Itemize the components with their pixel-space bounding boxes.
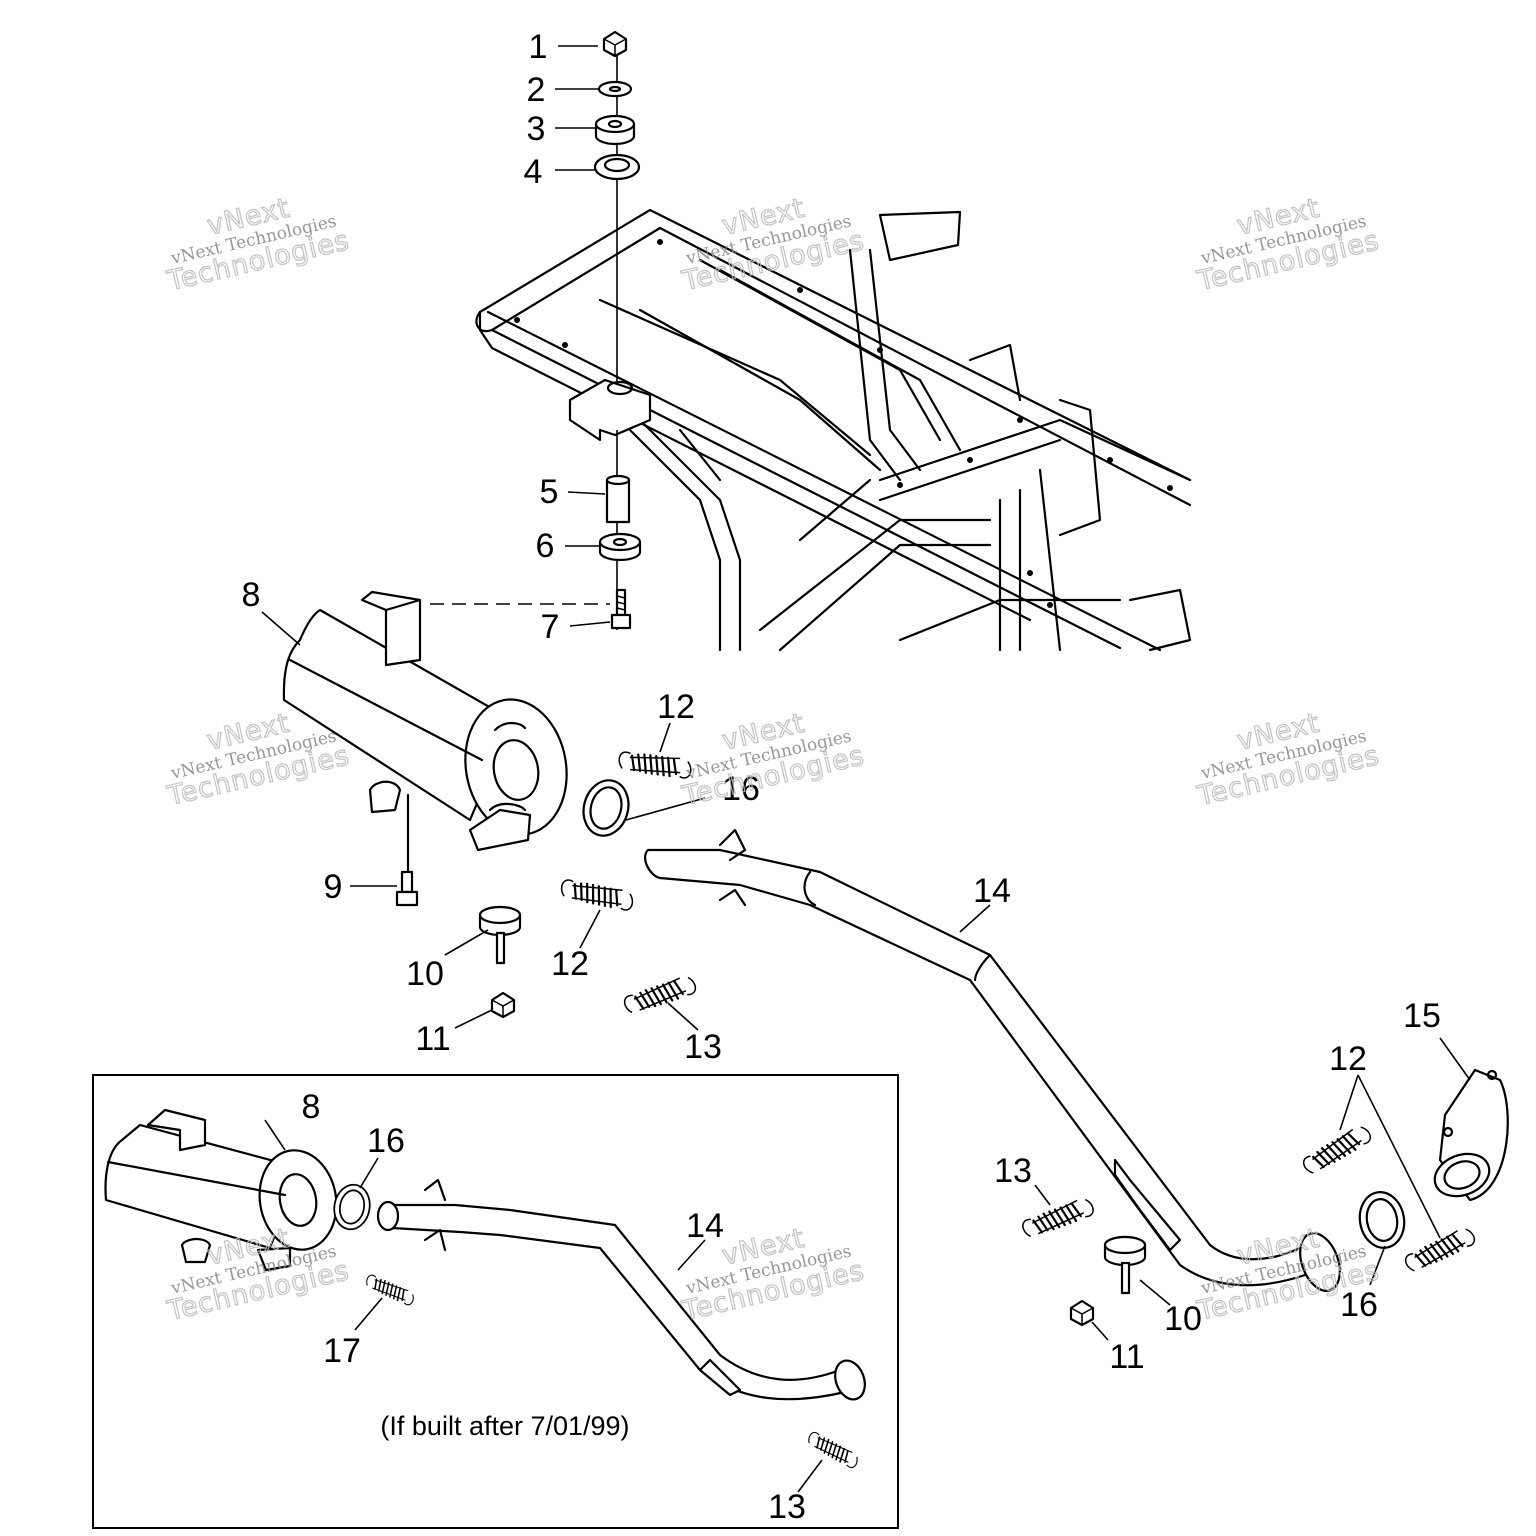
label-15: 15: [1403, 997, 1441, 1035]
inset-label-17: 17: [323, 1332, 361, 1370]
part-12-spring-right-a: [1299, 1122, 1374, 1178]
label-10-right: 10: [1164, 1300, 1202, 1338]
label-9: 9: [324, 868, 343, 906]
watermarks: vNext vNext Technologies Technologies vN…: [163, 192, 1383, 1328]
part-5-spacer-tube: [605, 474, 631, 524]
label-16-upper: 16: [722, 770, 760, 808]
label-13-right: 13: [994, 1152, 1032, 1190]
watermark-1: vNext vNext Technologies Technologies: [163, 192, 353, 298]
label-4: 4: [524, 153, 543, 191]
part-15-exhaust-flange: [1433, 1068, 1509, 1202]
inset-label-16: 16: [367, 1122, 405, 1160]
inset-label-8: 8: [302, 1088, 321, 1126]
watermark-6: vNext vNext Technologies Technologies: [1193, 707, 1383, 813]
part-11-nut-right: [1069, 1299, 1095, 1327]
label-12-right: 12: [1329, 1040, 1367, 1078]
label-14: 14: [973, 872, 1011, 910]
label-7: 7: [541, 608, 560, 646]
label-12-upper: 12: [657, 688, 695, 726]
part-11-nut: [490, 991, 516, 1019]
part-2-washer: [597, 80, 633, 98]
label-6: 6: [536, 527, 555, 565]
part-1-nut: [602, 30, 628, 58]
part-16-gasket: [576, 774, 636, 842]
part-6-grommet: [598, 532, 642, 562]
inset-label-14: 14: [686, 1207, 724, 1245]
leader-lines: [261, 45, 1471, 1341]
inset-panel: [92, 1074, 899, 1529]
label-11-left: 11: [415, 1020, 450, 1058]
frame-assembly: [475, 208, 1192, 652]
part-14-head-pipe: [644, 828, 1341, 1292]
part-7-bolt: [610, 588, 632, 630]
inset-part-16-gasket: [329, 1181, 375, 1233]
label-2: 2: [527, 71, 546, 109]
inset-caption: (If built after 7/01/99): [380, 1411, 629, 1441]
part-10-mount-bushing: [478, 905, 522, 965]
label-3: 3: [527, 110, 546, 148]
label-16-right: 16: [1340, 1286, 1378, 1324]
label-10-left: 10: [406, 955, 444, 993]
inset-part-14-head-pipe: [376, 1178, 866, 1401]
part-13-spring: [621, 973, 699, 1016]
part-8-muffler: [282, 590, 568, 872]
label-11-right: 11: [1109, 1338, 1144, 1376]
mount-hardware-stack: [593, 30, 642, 630]
part-13-spring-right: [1019, 1195, 1097, 1240]
part-4-washer-large: [593, 153, 641, 181]
part-12-spring-lower: [558, 876, 636, 913]
label-13-left: 13: [684, 1028, 722, 1066]
part-12-spring-upper: [616, 748, 694, 781]
label-1: 1: [529, 28, 548, 66]
watermark-5: vNext vNext Technologies Technologies: [678, 707, 868, 813]
label-5: 5: [540, 473, 559, 511]
inset-label-13: 13: [768, 1488, 806, 1526]
part-9-bolt: [395, 870, 419, 907]
watermark-3: vNext vNext Technologies Technologies: [1193, 192, 1383, 298]
part-10-mount-bushing-right: [1103, 1235, 1147, 1295]
part-3-grommet: [594, 114, 636, 146]
watermark-2: vNext vNext Technologies Technologies: [678, 192, 868, 298]
inset-part-17-spring: [363, 1272, 417, 1308]
part-labels: 1 2 3 4 5 6 7 8 9 10 11 12 16 12 13 14 1…: [242, 28, 1441, 1526]
label-8: 8: [242, 576, 261, 614]
inset-part-8-muffler: [104, 1108, 338, 1272]
label-12-lower: 12: [551, 945, 589, 983]
inset-part-13-spring: [805, 1429, 862, 1471]
part-12-spring-right-b: [1401, 1224, 1478, 1275]
